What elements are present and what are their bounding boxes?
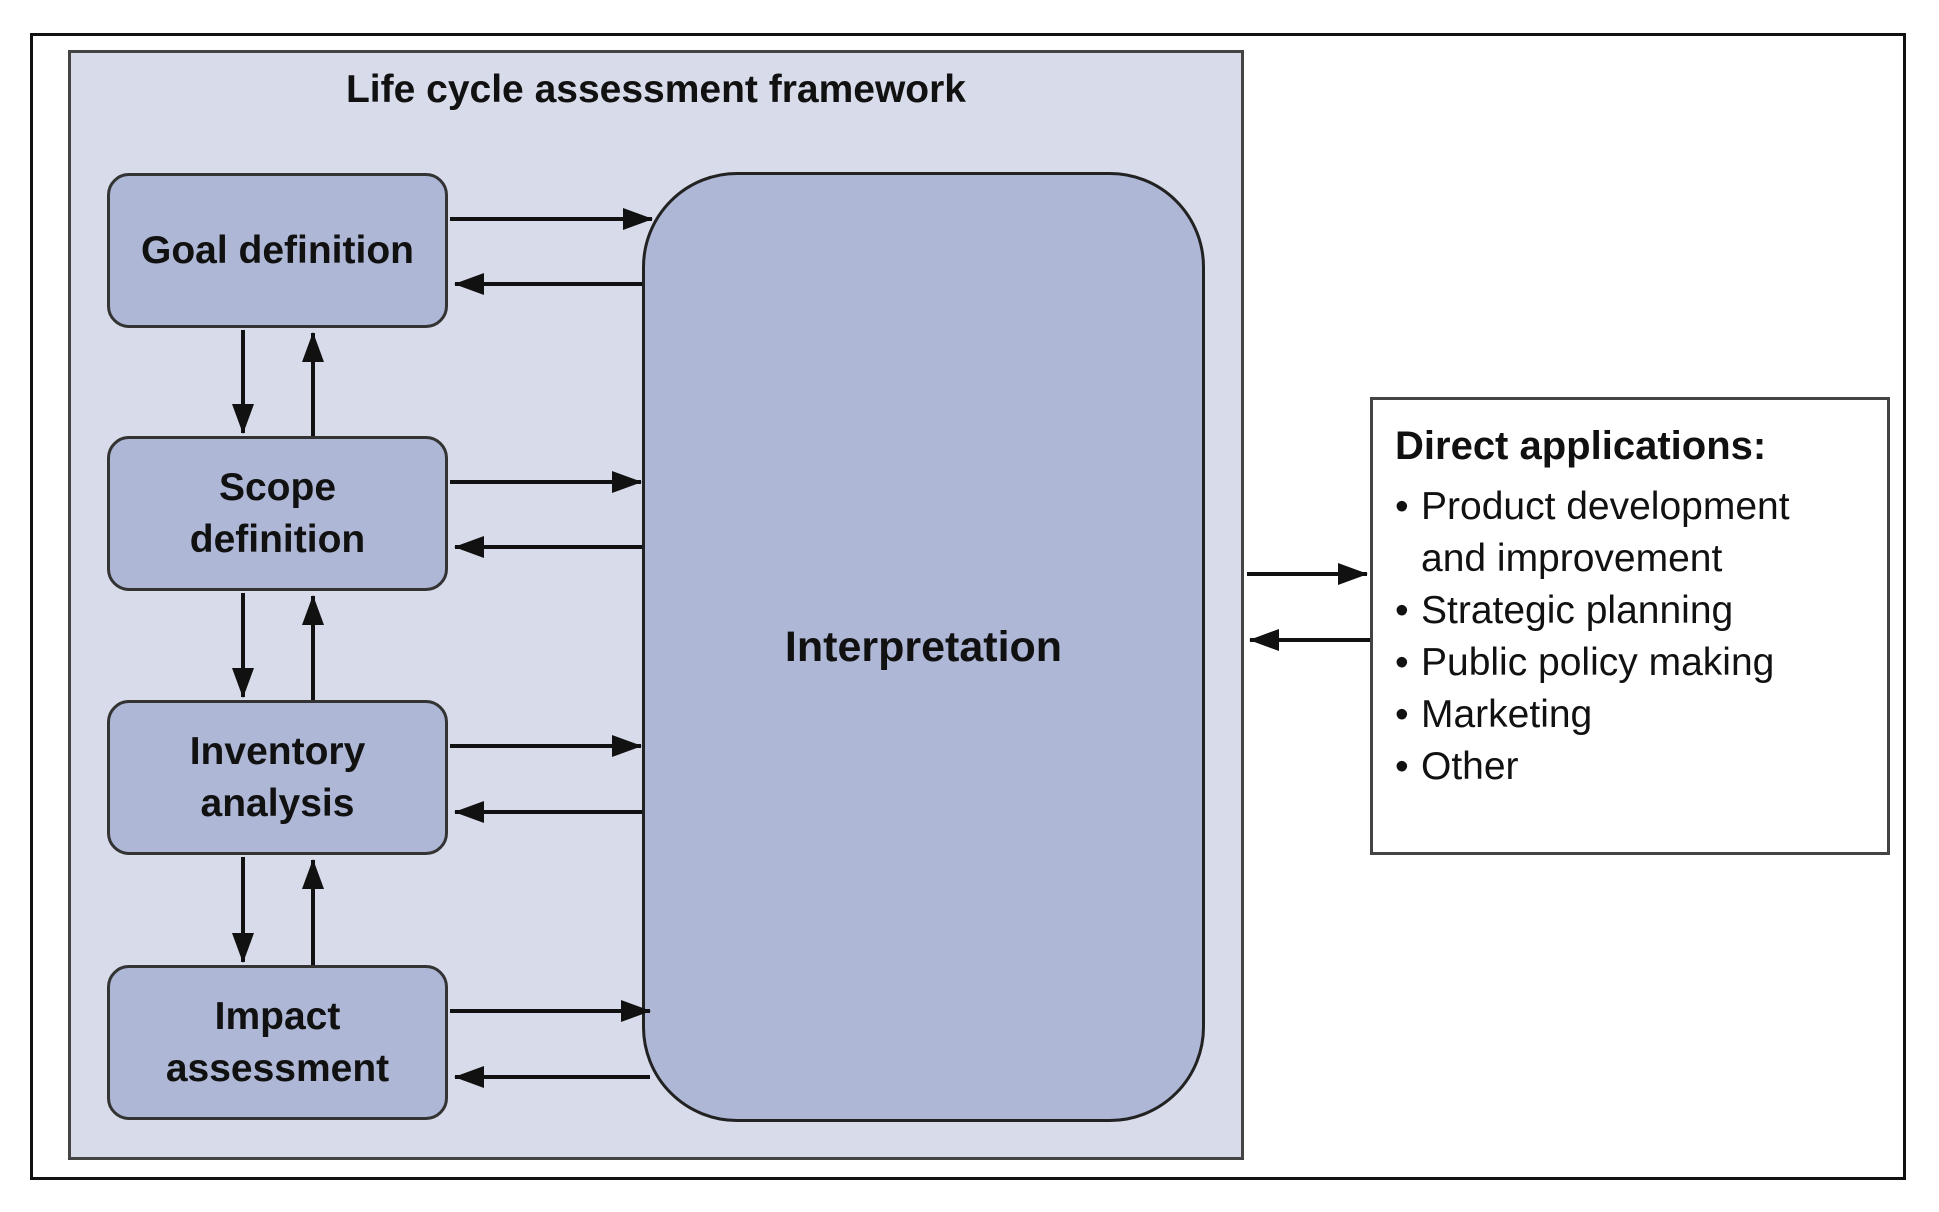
inventory-analysis-label: Inventory analysis [189, 729, 366, 825]
list-item: •Public policy making [1395, 637, 1867, 689]
list-item: •Strategic planning [1395, 585, 1867, 637]
inventory-analysis-box[interactable]: Inventory analysis [107, 700, 448, 855]
interpretation-label: Interpretation [784, 622, 1063, 671]
scope-definition-label: Scope definition [189, 465, 366, 561]
direct-applications-title: Direct applications: [1395, 424, 1767, 468]
list-item: •Other [1395, 741, 1867, 793]
list-item: •Marketing [1395, 689, 1867, 741]
bullet-icon: • [1395, 641, 1409, 684]
list-item: •Product development and improvement [1395, 481, 1867, 585]
bullet-icon: • [1395, 589, 1409, 632]
goal-definition-label: Goal definition [141, 228, 414, 272]
applications-list: •Product development and improvement •St… [1395, 481, 1867, 793]
impact-assessment-label: Impact assessment [165, 994, 390, 1090]
bullet-icon: • [1395, 485, 1409, 528]
bullet-icon: • [1395, 745, 1409, 788]
bullet-icon: • [1395, 693, 1409, 736]
impact-assessment-box[interactable]: Impact assessment [107, 965, 448, 1120]
framework-title: Life cycle assessment framework [345, 68, 966, 111]
scope-definition-box[interactable]: Scope definition [107, 436, 448, 591]
goal-definition-box[interactable]: Goal definition [107, 173, 448, 328]
direct-applications-box: Direct applications: •Product developmen… [1370, 397, 1890, 855]
interpretation-box[interactable]: Interpretation [642, 172, 1205, 1122]
figure-frame [30, 33, 1906, 1180]
